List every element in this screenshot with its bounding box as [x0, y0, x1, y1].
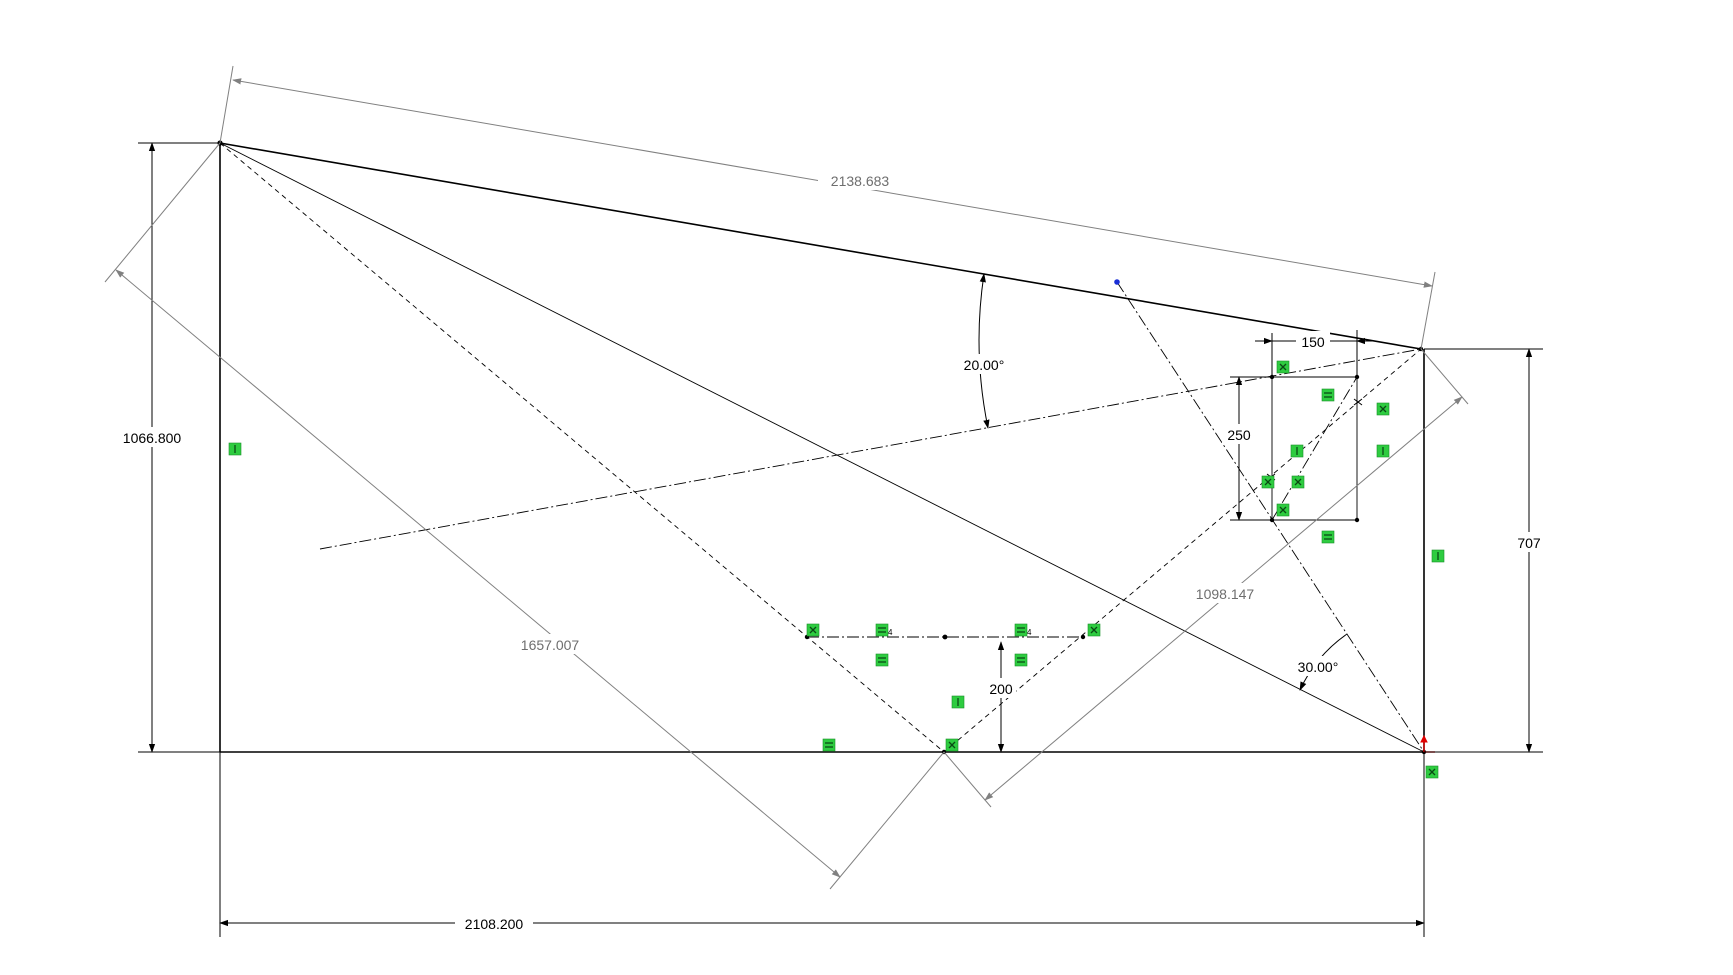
dim-bottom-angle[interactable]: 30.00°: [1288, 633, 1348, 691]
sketch-profile: [219, 142, 1425, 753]
dim-top-angle[interactable]: 20.00°: [954, 273, 1014, 429]
dim-diagonal-right-value: 1098.147: [1196, 586, 1255, 602]
dim-right-height-value: 707: [1517, 535, 1541, 551]
dim-diagonal-left-value: 1657.007: [521, 637, 580, 653]
diagonal-line[interactable]: [219, 142, 1425, 753]
equal-relation-index: 4: [1027, 628, 1032, 637]
coincident-relation-icon[interactable]: [1425, 765, 1439, 779]
coincident-relation-icon[interactable]: [806, 623, 820, 637]
coincident-relation-icon[interactable]: [1376, 402, 1390, 416]
dim-diagonal-right[interactable]: 1098.147: [943, 348, 1469, 808]
sketch-point[interactable]: [942, 634, 948, 640]
dim-bottom-angle-value: 30.00°: [1298, 659, 1339, 675]
coincident-relation-icon[interactable]: [1087, 623, 1101, 637]
dim-left-height-value: 1066.800: [123, 430, 182, 446]
dim-slot-depth[interactable]: 200: [986, 641, 1016, 753]
horizontal-relation-icon[interactable]: [1321, 530, 1335, 544]
horizontal-relation-icon[interactable]: [1014, 653, 1028, 667]
vertical-relation-icon[interactable]: [1376, 444, 1390, 458]
vertical-relation-icon[interactable]: [1290, 444, 1304, 458]
midpoint-marker: [1266, 398, 1363, 481]
dim-left-height[interactable]: 1066.800: [114, 142, 220, 753]
dim-top-angle-value: 20.00°: [964, 357, 1005, 373]
coincident-relation-icon[interactable]: [945, 738, 959, 752]
blue-sketch-point[interactable]: [1114, 279, 1120, 285]
dim-bottom-width[interactable]: 2108.200: [219, 752, 1425, 937]
sketch-point[interactable]: [1354, 517, 1360, 523]
angle-reference-line[interactable]: [319, 348, 1422, 550]
dim-top-edge-value: 2138.683: [831, 173, 890, 189]
rect-cutout: [1271, 376, 1358, 521]
dim-top-edge[interactable]: 2138.683: [219, 65, 1436, 350]
vertical-relation-icon[interactable]: [1431, 549, 1445, 563]
equal-relation-icon[interactable]: 4: [1014, 623, 1032, 637]
dimensions: 2138.683 1066.800 707 2108.200: [104, 65, 1546, 937]
vertical-relation-icon[interactable]: [228, 442, 242, 456]
dim-slot-depth-value: 200: [989, 681, 1013, 697]
vertical-relation-icon[interactable]: [951, 695, 965, 709]
equal-relation-index: 4: [888, 628, 893, 637]
dim-right-height[interactable]: 707: [1424, 348, 1546, 753]
sketch-point[interactable]: [1080, 634, 1086, 640]
horizontal-relation-icon[interactable]: [875, 653, 889, 667]
horizontal-relation-icon[interactable]: [1321, 388, 1335, 402]
dim-rect-height-value: 250: [1227, 427, 1251, 443]
dim-diagonal-left[interactable]: 1657.007: [104, 142, 945, 890]
coincident-relation-icon[interactable]: [1276, 360, 1290, 374]
rect-diagonal[interactable]: [1271, 376, 1358, 521]
dim-rect-height[interactable]: 250: [1222, 376, 1272, 521]
angled-center-line[interactable]: [1116, 281, 1425, 753]
coincident-relation-icon[interactable]: [1276, 503, 1290, 517]
origin-icon[interactable]: [1420, 734, 1435, 753]
coincident-relation-icon[interactable]: [1261, 475, 1275, 489]
dim-bottom-width-value: 2108.200: [465, 916, 524, 932]
dim-rect-width[interactable]: 150: [1255, 330, 1376, 377]
coincident-relation-icon[interactable]: [1291, 475, 1305, 489]
horizontal-relation-icon[interactable]: [822, 738, 836, 752]
dim-rect-width-value: 150: [1301, 334, 1325, 350]
equal-relation-icon[interactable]: 4: [875, 623, 893, 637]
